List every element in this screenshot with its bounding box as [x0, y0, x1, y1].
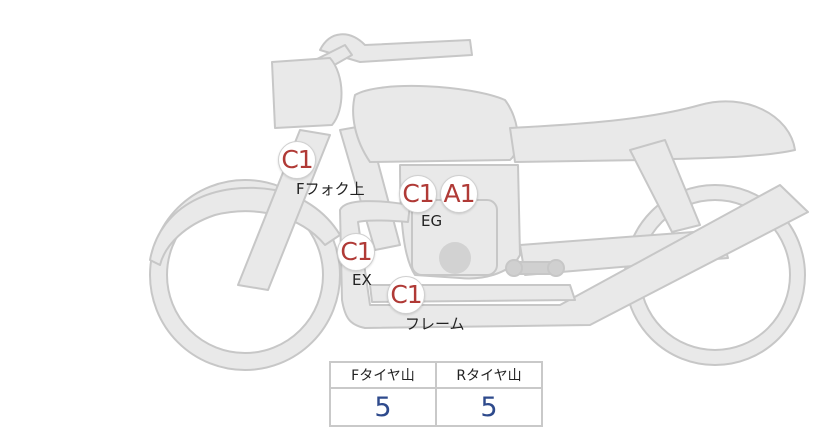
- rear-tire-value: 5: [435, 387, 543, 427]
- fork-label: Fフォク上: [296, 180, 365, 198]
- tire-tread-table: Fタイヤ山 Rタイヤ山 5 5: [329, 361, 543, 427]
- engine-a-badge: A1: [440, 175, 478, 213]
- headlight: [271, 57, 343, 129]
- frame-label: フレーム: [405, 315, 465, 333]
- front-tire-value: 5: [329, 387, 437, 427]
- fuel-tank: [352, 84, 519, 163]
- handlebar: [319, 33, 473, 63]
- rear-tire-header: Rタイヤ山: [435, 361, 543, 389]
- engine-label: EG: [421, 212, 443, 230]
- frame-badge: C1: [387, 276, 425, 314]
- engine-c-badge: C1: [399, 175, 437, 213]
- exhaust-badge: C1: [337, 233, 375, 271]
- fork-badge: C1: [278, 141, 316, 179]
- seat: [509, 100, 796, 163]
- front-tire-header: Fタイヤ山: [329, 361, 437, 389]
- exhaust-label: EX: [352, 271, 372, 289]
